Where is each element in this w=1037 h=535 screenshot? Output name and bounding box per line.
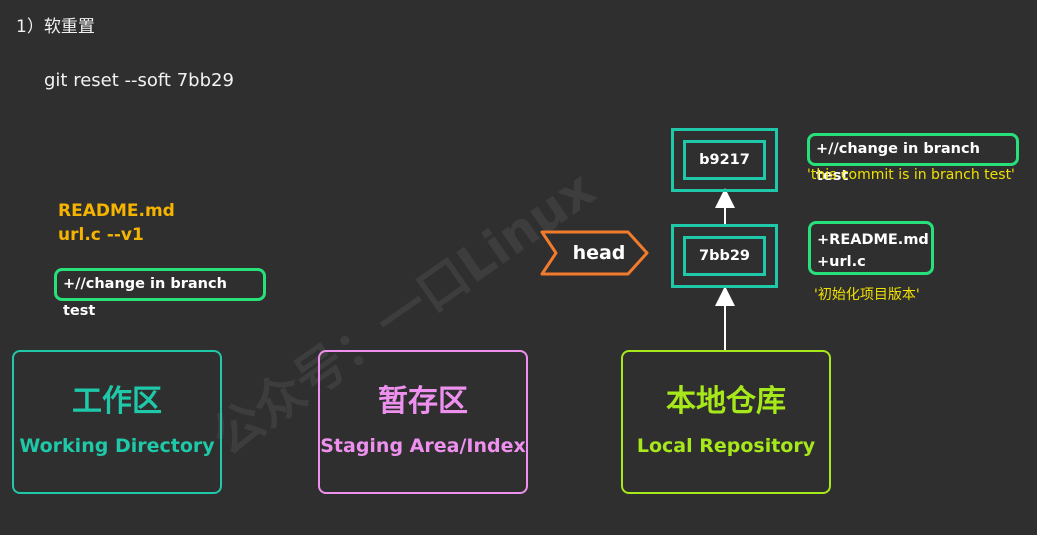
step-title: 1）软重置 [16, 17, 95, 37]
commit-b9217-message: 'this commit is in branch test' [807, 167, 1015, 183]
local-repository-area: 本地仓库 Local Repository [621, 350, 831, 494]
commit-b9217: b9217 [671, 128, 778, 192]
working-directory-area: 工作区 Working Directory [12, 350, 222, 494]
commit-id: 7bb29 [683, 236, 766, 276]
local-repository-title-en: Local Repository [636, 435, 816, 457]
staging-area-title-en: Staging Area/Index [320, 435, 526, 457]
commit-7bb29-change-box: +README.md +url.c [808, 221, 934, 275]
working-directory-title-zh: 工作区 [72, 384, 162, 419]
head-pointer-label: head [572, 242, 626, 264]
commit-7bb29-change-url: +url.c [817, 254, 866, 270]
commit-id: b9217 [683, 140, 766, 180]
commit-7bb29-message: '初始化项目版本' [814, 287, 920, 303]
working-change-box: +//change in branch test [54, 268, 266, 319]
working-file-readme: README.md [58, 201, 175, 221]
commit-b9217-change-box: +//change in branch test [807, 133, 1019, 184]
working-file-url: url.c --v1 [58, 225, 144, 245]
local-repository-title-zh: 本地仓库 [666, 384, 786, 419]
head-pointer-shape [540, 230, 649, 276]
commit-7bb29: 7bb29 [671, 224, 778, 288]
staging-area-title-zh: 暂存区 [378, 384, 468, 419]
commit-7bb29-change-readme: +README.md [817, 232, 929, 248]
working-directory-title-en: Working Directory [19, 435, 215, 457]
staging-area: 暂存区 Staging Area/Index [318, 350, 528, 494]
command-text: git reset --soft 7bb29 [44, 70, 234, 91]
